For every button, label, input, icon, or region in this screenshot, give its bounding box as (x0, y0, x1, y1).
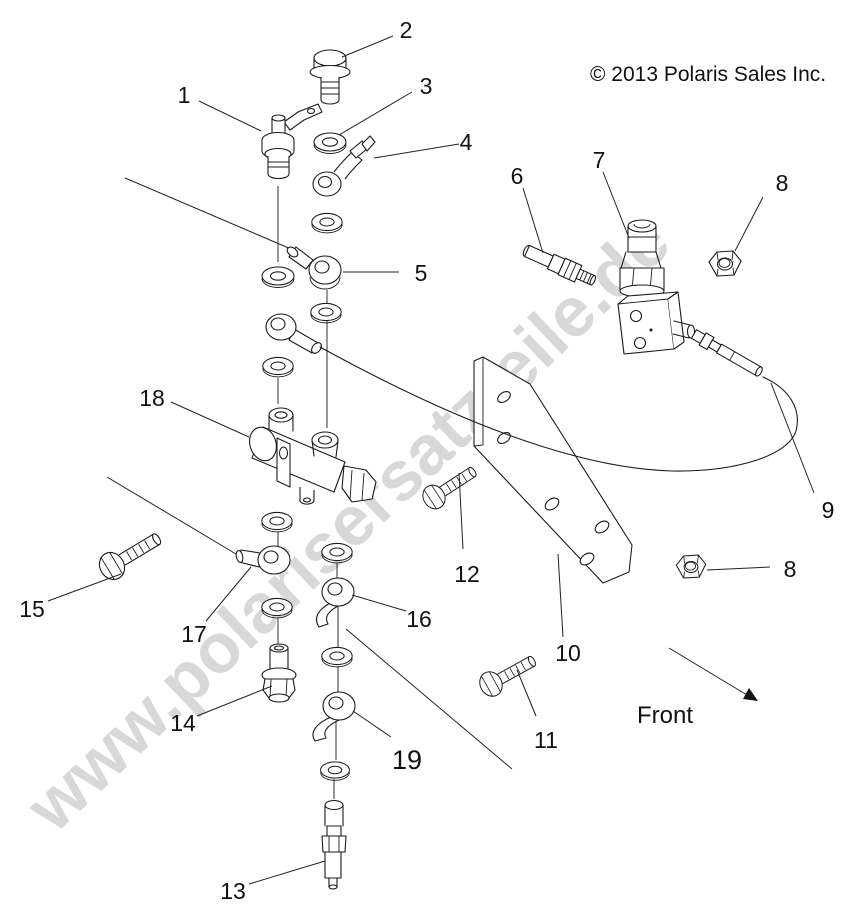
washer (262, 356, 294, 378)
part-13-fitting (321, 799, 347, 890)
part-1-switch (261, 103, 323, 180)
banjo-fitting (265, 313, 322, 354)
front-arrow (743, 688, 758, 701)
front-label: Front (637, 702, 693, 729)
washer (321, 646, 353, 668)
callout-8-top: 8 (776, 170, 789, 196)
callout-1: 1 (178, 82, 191, 108)
callout-9: 9 (822, 497, 835, 523)
washer (261, 597, 293, 619)
washer (320, 761, 350, 781)
callout-3: 3 (420, 73, 433, 99)
callout-15: 15 (19, 596, 45, 622)
part-14-bleeder-valve (261, 643, 297, 703)
washer (321, 542, 353, 564)
leader-lines (47, 35, 815, 885)
part-8-nut-top (708, 250, 742, 277)
copyright-text: © 2013 Polaris Sales Inc. (590, 63, 826, 86)
callout-12: 12 (454, 561, 480, 587)
callout-18: 18 (139, 385, 165, 411)
callout-5: 5 (415, 260, 428, 286)
valve-hose-stub (690, 329, 763, 377)
washer (261, 266, 295, 289)
callout-16: 16 (406, 606, 432, 632)
washer (311, 212, 343, 234)
washer (310, 302, 342, 324)
part-10-bracket (473, 356, 633, 584)
part-11-bolt (474, 648, 541, 701)
washer (313, 132, 347, 155)
callout-10: 10 (555, 640, 581, 666)
part-5-banjo-fitting (286, 246, 342, 290)
part-17-banjo-fitting (235, 545, 291, 575)
callout-19: 19 (392, 745, 422, 775)
long-pointer-lines (106, 177, 513, 770)
part-6-hose-fitting (522, 244, 597, 286)
callout-2: 2 (400, 17, 413, 43)
callout-14: 14 (170, 710, 196, 736)
part-7-valve-assembly (617, 219, 696, 355)
part-15-bolt (93, 525, 167, 585)
callout-13: 13 (220, 878, 246, 904)
part-8-nut-bottom (675, 554, 707, 579)
part-16-banjo-hose (315, 577, 355, 628)
part-19-banjo-hose (312, 691, 356, 742)
part-18-master-cylinder (249, 407, 377, 505)
callout-7: 7 (593, 147, 606, 173)
callout-6: 6 (511, 163, 524, 189)
part-9-brake-line (319, 346, 798, 472)
callout-8-bottom: 8 (784, 556, 797, 582)
part-2-banjo-bolt (309, 49, 351, 105)
callout-17: 17 (181, 621, 207, 647)
washer (261, 511, 293, 533)
front-indicator: Front (637, 647, 758, 729)
callout-11: 11 (534, 727, 558, 753)
callout-4: 4 (460, 129, 473, 155)
part-4-elbow-fitting (312, 135, 376, 197)
